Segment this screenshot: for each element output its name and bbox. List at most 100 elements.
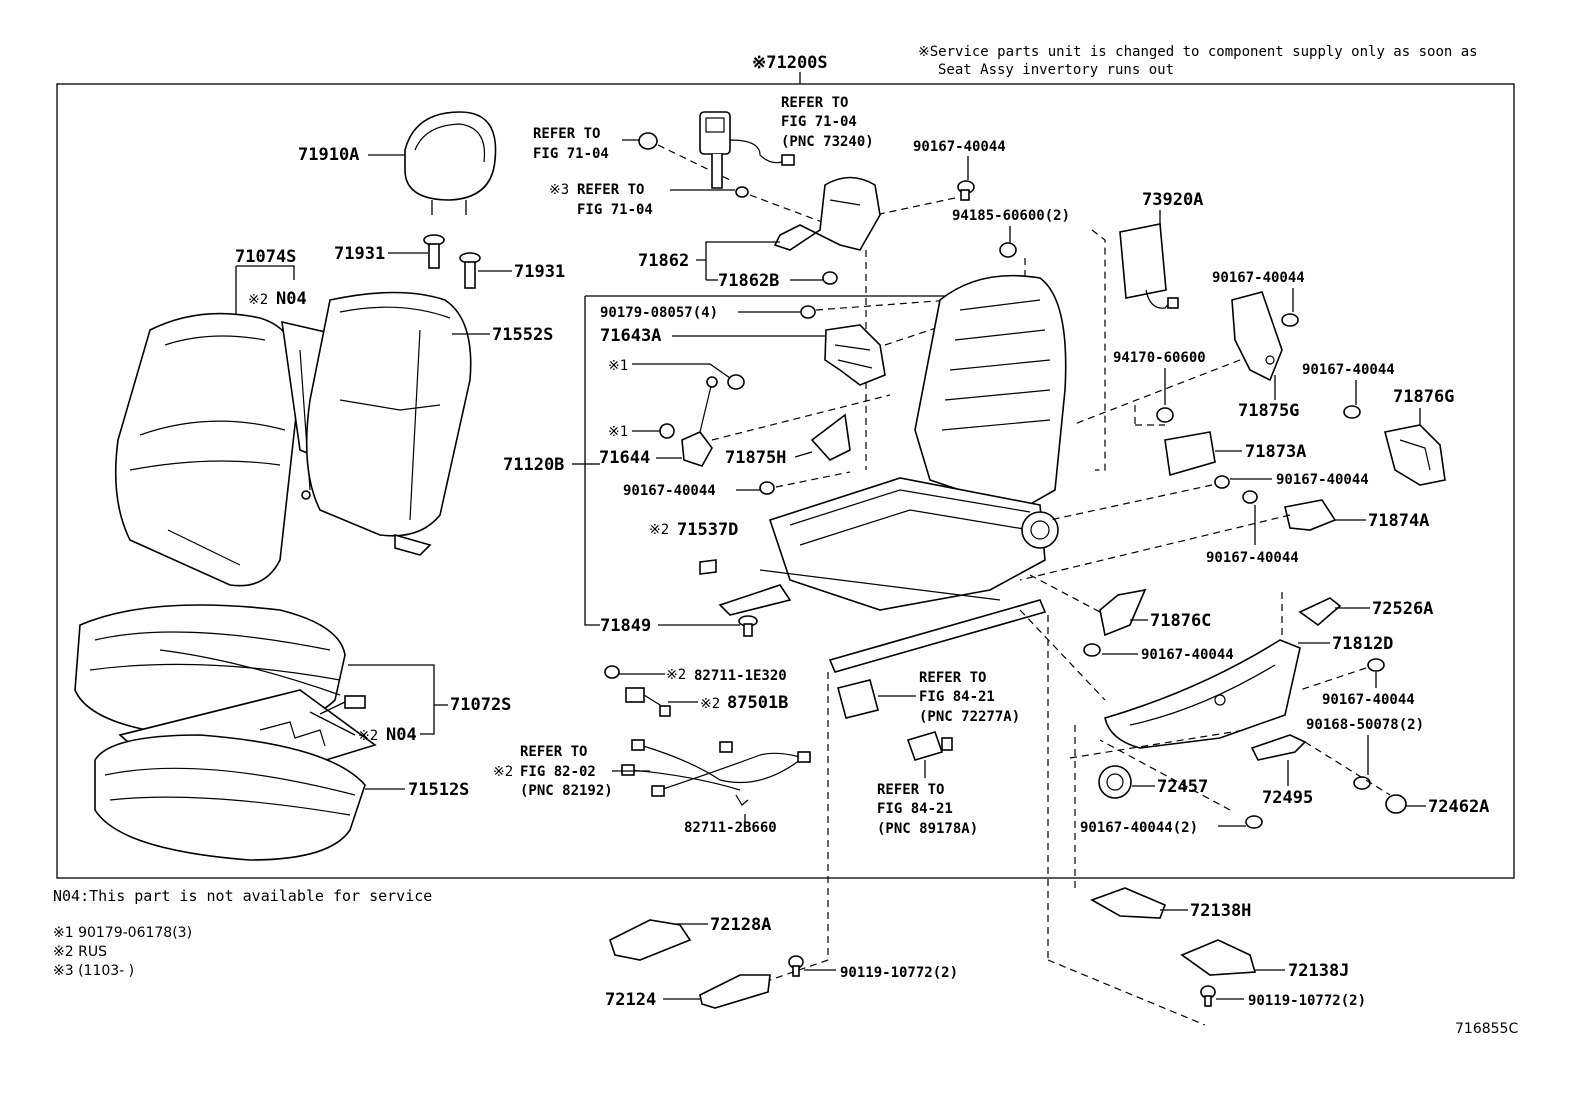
headrest-drawing [404,111,497,215]
footnote-1: ※1 90179-06178(3) [53,925,192,941]
knob-72526A-drawing [1298,597,1342,627]
lever-72495-drawing [1250,734,1307,761]
bolt-r5-drawing [1083,643,1101,657]
label-72457[interactable]: 72457 [1157,777,1208,797]
label-71552S[interactable]: 71552S [492,325,553,345]
label-N04-seat[interactable]: N04 [386,725,417,745]
label-90167-center[interactable]: 90167-40044 [623,483,716,499]
label-71537D[interactable]: 71537D [677,520,738,540]
label-90119-right[interactable]: 90119-10772(2) [1248,993,1366,1009]
cover-71873A-drawing [1164,431,1216,477]
ref1-line2: FIG 71-04 [533,146,609,162]
knob-72457-drawing [1098,765,1132,799]
label-82711-1E320[interactable]: 82711-1E320 [694,668,787,684]
seat-cushion-pad-drawing [94,734,366,861]
nut-94170-drawing [1156,407,1174,423]
footnote-n04: N04:This part is not available for servi… [53,887,432,905]
label-72138J[interactable]: 72138J [1288,961,1349,981]
clip-71862B-drawing [822,271,838,285]
cover-71874A-drawing [1284,499,1337,531]
label-71074S[interactable]: 71074S [235,247,296,267]
label-90167-r6[interactable]: 90167-40044 [1322,692,1415,708]
nut-94185-drawing [999,242,1017,258]
kome-2-d: ※2 [666,667,686,683]
label-71862B[interactable]: 71862B [718,271,779,291]
ref3-line1: REFER TO [577,182,644,198]
seat-belt-buckle-drawing [699,111,795,189]
label-72495[interactable]: 72495 [1262,788,1313,808]
label-90167-r3[interactable]: 90167-40044 [1276,472,1369,488]
label-71849[interactable]: 71849 [600,616,651,636]
label-71512S[interactable]: 71512S [408,780,469,800]
label-71876G[interactable]: 71876G [1393,387,1454,407]
kome-3: ※3 [549,182,569,198]
label-72462A[interactable]: 72462A [1428,797,1489,817]
kome-2-c: ※2 [649,522,669,538]
label-72138H[interactable]: 72138H [1190,901,1251,921]
label-71910A[interactable]: 71910A [298,145,359,165]
label-71812D[interactable]: 71812D [1332,634,1393,654]
label-71644[interactable]: 71644 [599,448,650,468]
label-71120B[interactable]: 71120B [503,455,564,475]
label-72526A[interactable]: 72526A [1372,599,1433,619]
ref5-line3: (PNC 72277A) [919,709,1020,725]
label-71072S[interactable]: 71072S [450,695,511,715]
bolt-r7-drawing [1245,815,1263,829]
label-71931-right[interactable]: 71931 [514,262,565,282]
label-82711-2B660[interactable]: 82711-2B660 [684,820,777,836]
ref2-line1: REFER TO [781,95,848,111]
ref4-line2: FIG 82-02 [520,764,596,780]
label-72128A[interactable]: 72128A [710,915,771,935]
label-94185[interactable]: 94185-60600(2) [952,208,1070,224]
backrest-upper-bracket-drawing [773,176,881,251]
cap-71537D-drawing [699,559,717,575]
label-90167-r2[interactable]: 90167-40044 [1302,362,1395,378]
supply-note-line2: Seat Assy invertory runs out [938,62,1174,78]
label-90179[interactable]: 90179-08057(4) [600,305,718,321]
nut-kome1-a-drawing [727,374,745,390]
seatback-cover-drawing [114,312,301,587]
label-90167-r4[interactable]: 90167-40044 [1206,550,1299,566]
cover-71875H-drawing [810,413,851,461]
bolt-top-drawing [957,180,975,201]
label-90167-r7[interactable]: 90167-40044(2) [1080,820,1198,836]
bolt-r3-drawing [1214,475,1230,489]
label-71876C[interactable]: 71876C [1150,611,1211,631]
ref5-line2: FIG 84-21 [919,689,995,705]
ref3-line2: FIG 71-04 [577,202,653,218]
ref4-line3: (PNC 82192) [520,783,613,799]
bolt-r1-drawing [1281,313,1299,327]
bolt-90119-a-drawing [788,955,804,977]
label-72124[interactable]: 72124 [605,990,656,1010]
label-71931-left[interactable]: 71931 [334,244,385,264]
label-71875H[interactable]: 71875H [725,448,786,468]
label-90168[interactable]: 90168-50078(2) [1306,717,1424,733]
label-90167-r5[interactable]: 90167-40044 [1141,647,1234,663]
seat-frame-drawing [718,274,1067,673]
supply-note-line1: ※Service parts unit is changed to compon… [918,44,1478,60]
label-71874A[interactable]: 71874A [1368,511,1429,531]
ref6-line3: (PNC 89178A) [877,821,978,837]
cover-72128A-drawing [609,919,692,961]
label-73920A[interactable]: 73920A [1142,190,1203,210]
ref2-line3: (PNC 73240) [781,134,874,150]
sensor-89178A-drawing [906,731,953,761]
washer-drawing [735,186,749,198]
label-71873A[interactable]: 71873A [1245,442,1306,462]
label-94170[interactable]: 94170-60600 [1113,350,1206,366]
nut-kome1-b-drawing [659,423,675,439]
label-90167-top[interactable]: 90167-40044 [913,139,1006,155]
label-87501B[interactable]: 87501B [727,693,788,713]
label-71862[interactable]: 71862 [638,251,689,271]
label-71875G[interactable]: 71875G [1238,401,1299,421]
bolt-r2-drawing [1343,405,1361,419]
clip-71849-drawing [738,615,758,637]
label-71643A[interactable]: 71643A [600,326,661,346]
cover-71876C-drawing [1099,588,1147,637]
label-N04-back[interactable]: N04 [276,289,307,309]
recliner-bracket-drawing [824,324,886,386]
label-90167-r1[interactable]: 90167-40044 [1212,270,1305,286]
label-90119-left[interactable]: 90119-10772(2) [840,965,958,981]
cap-72462A-drawing [1385,794,1407,814]
ref2-line2: FIG 71-04 [781,114,857,130]
